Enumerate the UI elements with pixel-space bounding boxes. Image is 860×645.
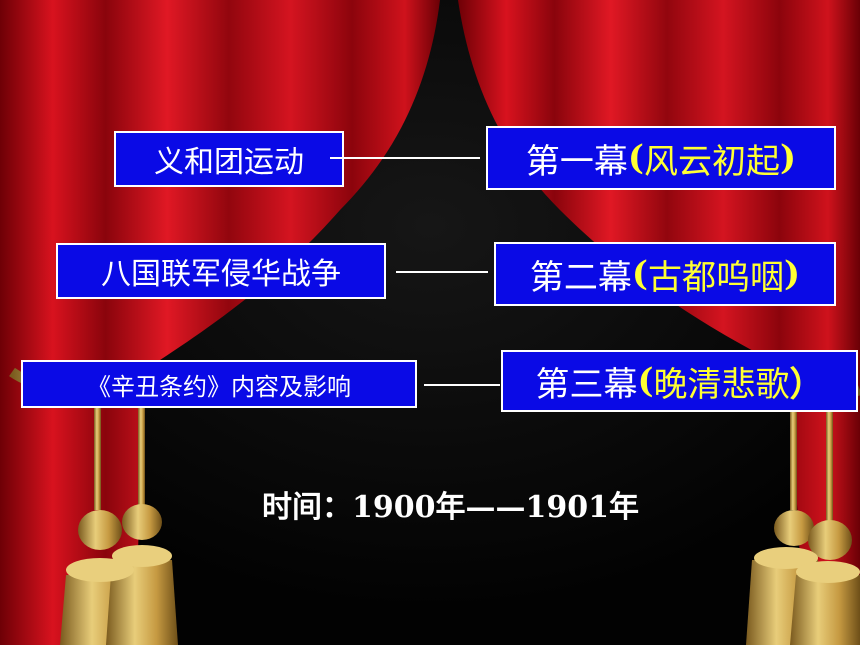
act-three-box: 第三幕(晚清悲歌）: [501, 350, 858, 412]
topic-label: 义和团运动: [154, 145, 304, 180]
connector-line: [330, 157, 480, 159]
act-two-box: 第二幕(古都呜咽): [494, 242, 836, 306]
connector-line: [396, 271, 488, 273]
act-subtitle: 风云初起: [644, 141, 780, 182]
topic-boxer-protocol: 《辛丑条约》内容及影响: [21, 360, 417, 408]
act-subtitle: 晚清悲歌: [653, 364, 790, 405]
paren-open: (: [637, 361, 654, 401]
topic-boxer-movement: 义和团运动: [114, 131, 344, 187]
act-title: 第三幕: [535, 364, 638, 405]
paren-open: (: [631, 254, 648, 294]
time-period-text: 时间：1900年——1901年: [262, 490, 639, 525]
act-subtitle: 古都呜咽: [648, 257, 784, 298]
paren-close: ): [780, 138, 797, 178]
connector-line: [424, 384, 500, 386]
act-title: 第二幕: [529, 257, 632, 298]
act-title: 第一幕: [525, 141, 628, 182]
act-one-box: 第一幕(风云初起): [486, 126, 836, 190]
topic-label: 《辛丑条约》内容及影响: [87, 372, 351, 401]
topic-label: 八国联军侵华战争: [101, 257, 341, 292]
paren-close: ）: [789, 364, 824, 405]
topic-eight-nation-invasion: 八国联军侵华战争: [56, 243, 386, 299]
paren-close: ): [784, 254, 801, 294]
paren-open: (: [627, 138, 644, 178]
